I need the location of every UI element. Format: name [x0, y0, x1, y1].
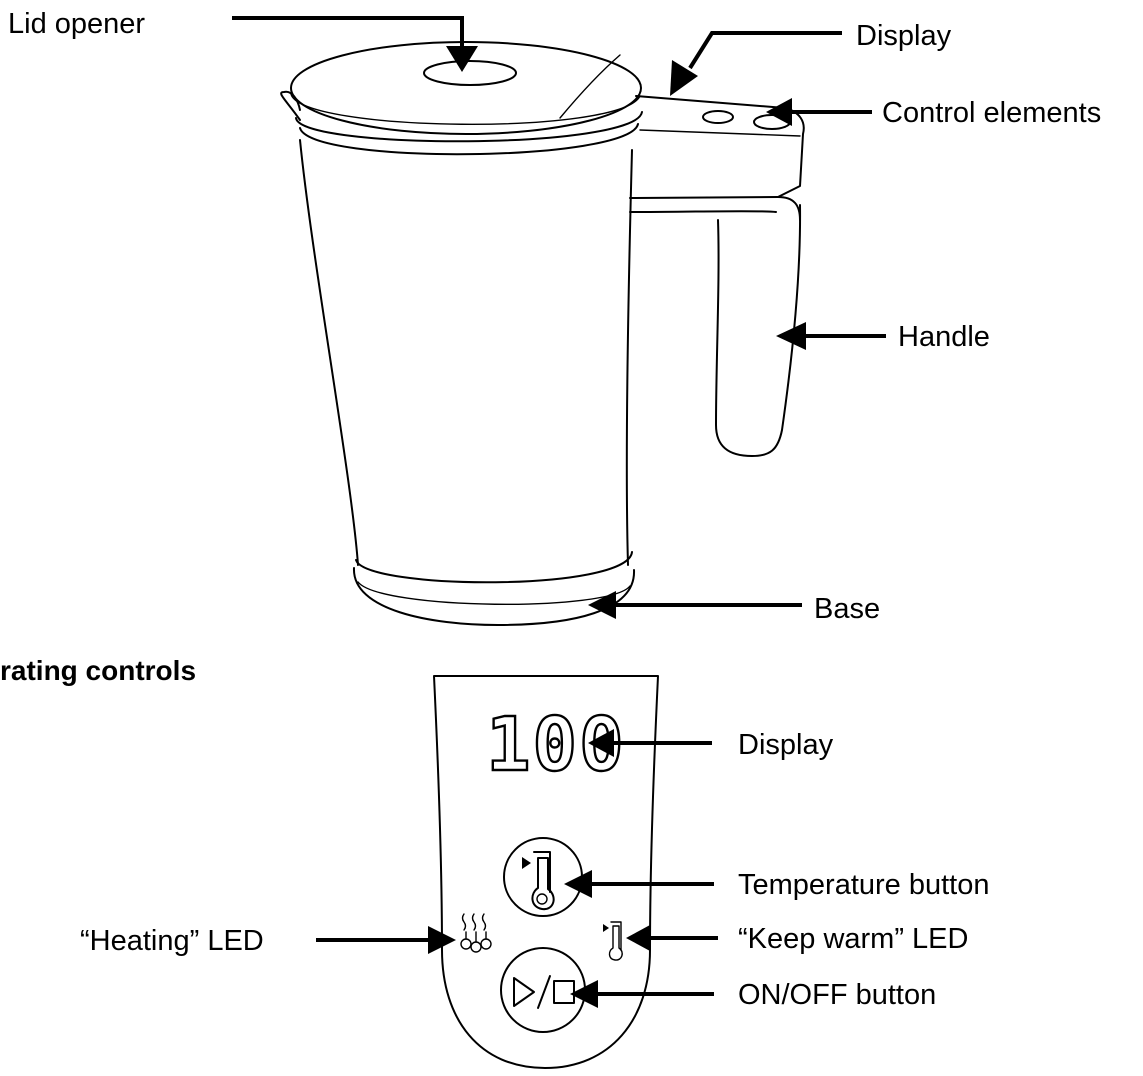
label-heating-led: “Heating” LED — [80, 925, 264, 957]
arrow-display-panel — [588, 729, 712, 757]
control-panel-outline — [433, 675, 659, 1069]
arrow-on-off-button — [570, 980, 714, 1008]
label-display-top: Display — [856, 20, 952, 52]
kettle-illustration — [280, 41, 805, 626]
arrow-control-elements — [766, 98, 872, 126]
label-keep-warm-led: “Keep warm” LED — [738, 923, 968, 955]
keep-warm-thermometer-icon — [603, 921, 623, 961]
base-top-edge — [355, 551, 633, 584]
arrow-keep-warm-led — [626, 925, 718, 951]
section-heading: rating controls — [0, 655, 196, 686]
arrow-base — [588, 591, 802, 619]
label-handle: Handle — [898, 321, 990, 353]
label-display-panel: Display — [738, 729, 834, 761]
control-head-edge — [639, 129, 801, 137]
label-on-off-button: ON/OFF button — [738, 979, 936, 1011]
base-band — [357, 581, 631, 605]
on-off-button[interactable] — [500, 947, 586, 1033]
handle-grip — [715, 204, 802, 457]
lid — [290, 41, 642, 135]
arrow-handle — [776, 322, 886, 350]
lid-opener-button — [423, 60, 517, 86]
control-button-1 — [702, 110, 734, 124]
handle-top-inner — [629, 210, 777, 213]
lid-rim — [290, 93, 641, 125]
thermometer-icon — [522, 851, 555, 911]
play-stop-icon — [513, 975, 575, 1009]
body-rim-1 — [295, 111, 643, 143]
temperature-button[interactable] — [503, 837, 583, 917]
body-rim-2 — [299, 123, 639, 156]
lid-highlight — [559, 54, 621, 119]
arrow-temperature-button — [564, 870, 714, 898]
arrow-heating-led — [316, 926, 456, 954]
label-base: Base — [814, 593, 880, 625]
steam-heat-icon — [460, 913, 492, 953]
handle-top — [629, 196, 801, 221]
control-panel: 100 — [433, 675, 659, 1069]
label-lid-opener: Lid opener — [8, 8, 145, 40]
label-control-elements: Control elements — [882, 97, 1101, 129]
arrow-lid-opener — [232, 16, 478, 72]
base — [352, 567, 636, 626]
lid-hinge — [280, 90, 301, 121]
body-left-side — [299, 139, 359, 566]
label-temperature-button: Temperature button — [738, 869, 989, 901]
arrow-display-top — [670, 31, 842, 96]
